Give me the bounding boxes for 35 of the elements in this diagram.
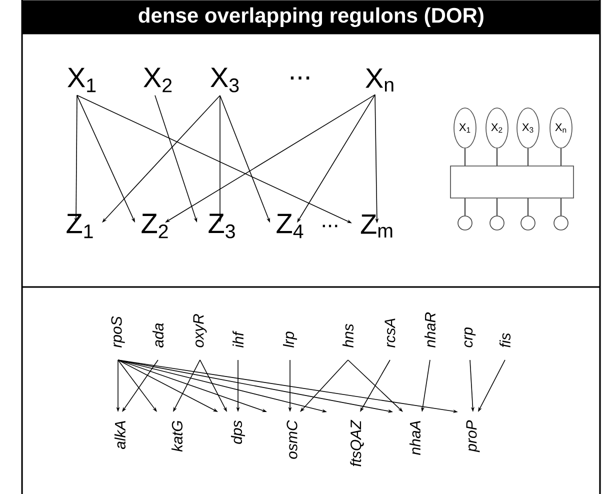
gene-label: ftsQAZ [350, 420, 364, 466]
arrow [348, 360, 403, 412]
output-circle [520, 216, 536, 230]
ellipsis-label: ... [322, 224, 338, 228]
gene-label: ada [152, 323, 164, 348]
output-circle [490, 216, 504, 230]
gene-label: hns [342, 324, 354, 348]
gene-label: fis [500, 333, 510, 348]
variable-label: X$_{3}$ [210, 68, 239, 92]
gene-label: nhaA [410, 421, 420, 455]
gene-label: osmC [286, 420, 298, 459]
gene-label: rpoS [111, 316, 125, 348]
gene-label: dps [231, 420, 245, 444]
variable-label: Z$_{1}$ [66, 214, 93, 238]
gene-label: lrp [283, 332, 297, 348]
variable-label: Z$_{m}$ [360, 214, 392, 238]
variable-label: X$_{n}$ [366, 68, 394, 92]
gene-label: oxyR [193, 314, 207, 348]
ellipsis-label: ... [290, 76, 310, 80]
gene-label: alkA [114, 421, 126, 450]
variable-label: X$_{2}$ [144, 68, 172, 92]
gene-label: crp [464, 327, 476, 348]
title-band: dense overlapping regulons (DOR) [22, 0, 600, 34]
gene-label: nhaR [424, 312, 436, 348]
gene-label: ihf [232, 330, 244, 348]
regulon-box [450, 166, 574, 198]
variable-label: Z$_{4}$ [276, 214, 304, 238]
output-circle [458, 216, 472, 230]
variable-label: Z$_{3}$ [208, 214, 235, 238]
gene-label: rcsA [384, 318, 396, 348]
variable-label: Z$_{2}$ [142, 214, 168, 238]
output-circle [554, 216, 568, 230]
gene-label: katG [172, 420, 182, 452]
gene-label: proP [466, 420, 480, 452]
variable-label: X$_{1}$ [68, 68, 96, 92]
